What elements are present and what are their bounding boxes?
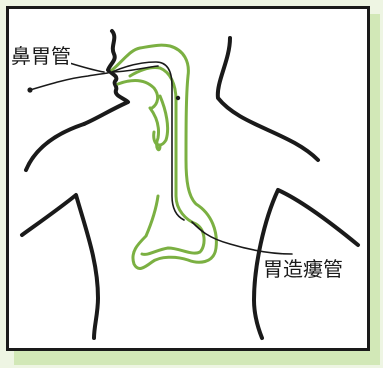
trachea-marker-dot xyxy=(176,96,180,100)
esophagus-outer-wall xyxy=(112,45,216,268)
left-arm-outline xyxy=(22,195,98,338)
esophagus-inner-wall xyxy=(130,67,204,254)
left-shoulder-outline xyxy=(26,124,84,170)
nasogastric-tube-label: 鼻胃管 xyxy=(11,45,71,67)
right-shoulder-outline xyxy=(218,38,318,160)
nasogastric-label-leader xyxy=(66,62,104,72)
gastrostomy-tube-label: 胃造瘻管 xyxy=(263,258,343,280)
face-profile xyxy=(84,31,128,124)
tube-end-dot xyxy=(27,87,32,92)
nasogastric-tube-line xyxy=(30,62,184,220)
gastrostomy-tube-line xyxy=(192,222,292,254)
